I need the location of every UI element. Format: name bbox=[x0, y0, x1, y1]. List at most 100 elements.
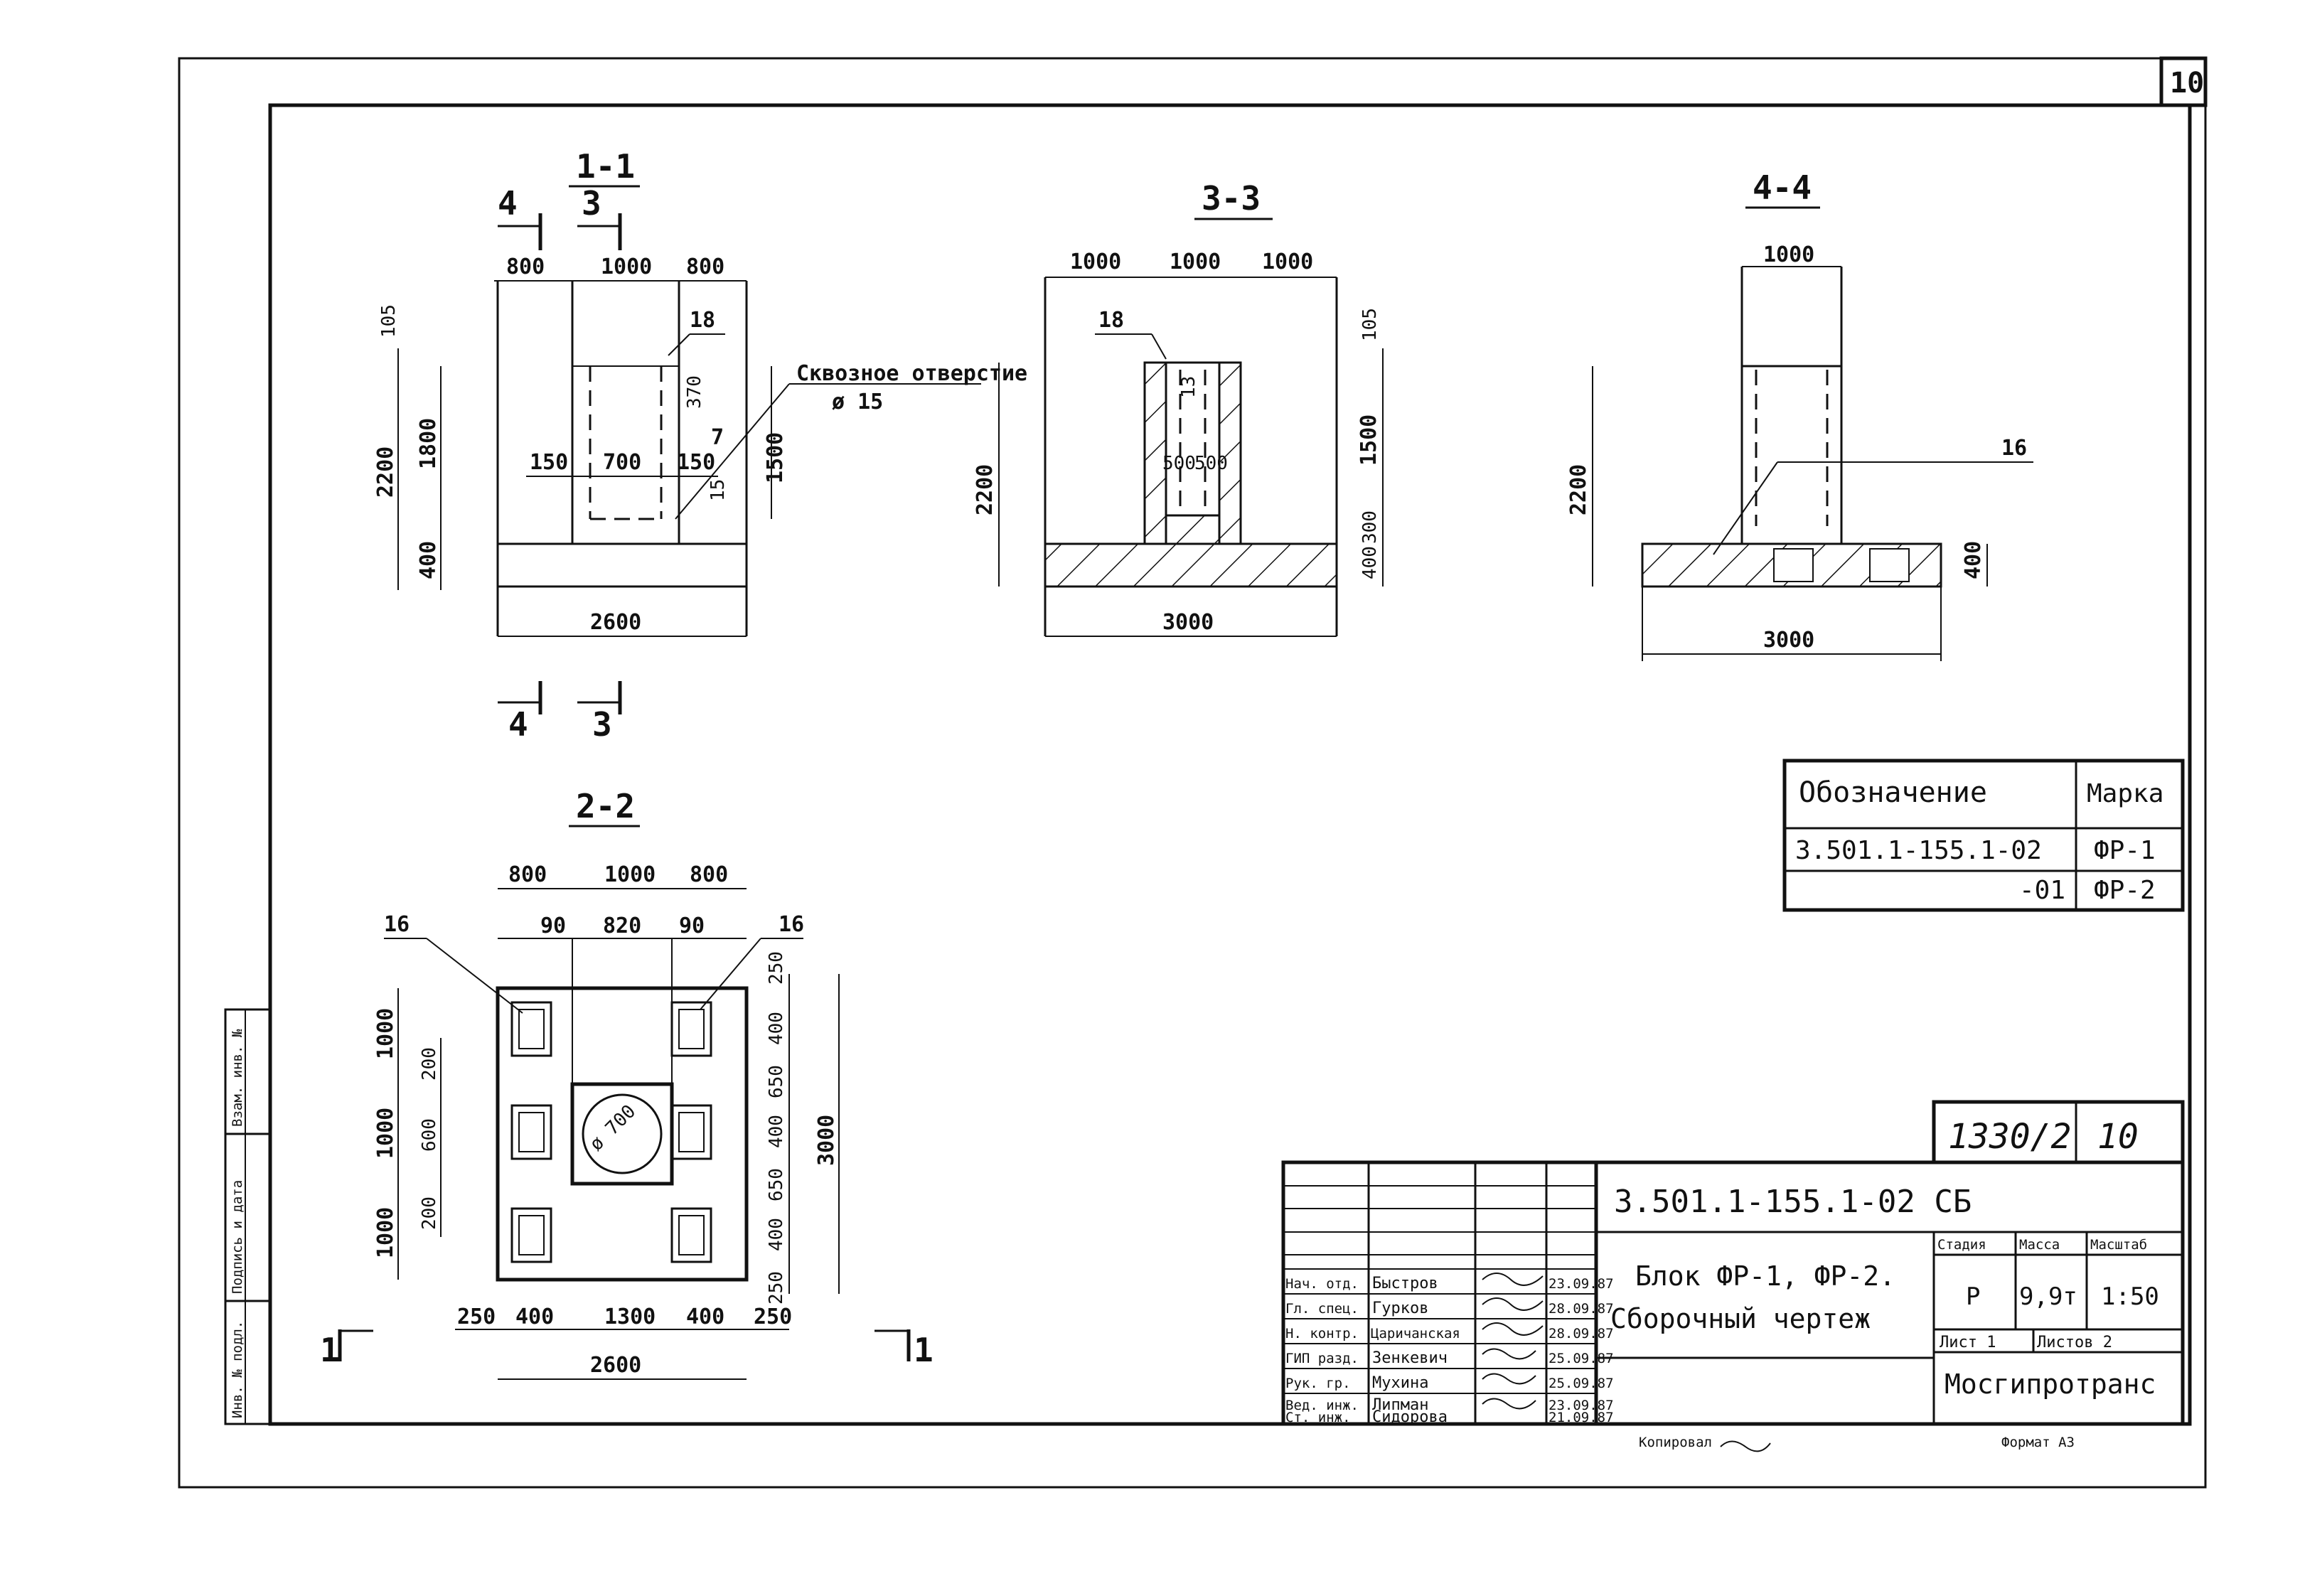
s22-dim-bottom-1300: 1300 bbox=[604, 1305, 656, 1329]
date-4: 25.09.87 bbox=[1549, 1351, 1614, 1366]
name-6: Липман bbox=[1372, 1396, 1428, 1414]
s22-callout-16-left: 16 bbox=[384, 912, 410, 937]
section-3-3-title: 3-3 bbox=[1202, 179, 1261, 218]
s33-dim-2200: 2200 bbox=[973, 464, 997, 515]
s22-dim-top-1000: 1000 bbox=[604, 862, 656, 887]
s22-dim-bottom-250b: 250 bbox=[754, 1305, 792, 1329]
s11-dim-top-3: 800 bbox=[686, 255, 724, 279]
doc-title-line2: Сборочный чертеж bbox=[1610, 1303, 1871, 1334]
sheet-label: Лист 1 bbox=[1940, 1334, 1996, 1351]
s11-dim-15: 15 bbox=[707, 479, 729, 501]
title-block: 1330/2 10 3.501.1-155.1-02 СБ Блок ФР-1,… bbox=[1281, 1100, 2185, 1452]
s22-dim-left-1000b: 1000 bbox=[373, 1108, 398, 1159]
col-scale: Масштаб bbox=[2090, 1237, 2147, 1253]
s22-dim-right-250b: 250 bbox=[766, 1271, 787, 1305]
cut-mark-1-left: 1 bbox=[320, 1331, 340, 1369]
s11-dim-1800: 1800 bbox=[416, 418, 441, 469]
s11-dim-top-1: 800 bbox=[506, 255, 545, 279]
s22-dim-top-800a: 800 bbox=[508, 862, 547, 887]
name-2: Гурков bbox=[1372, 1300, 1428, 1317]
s22-dim-bottom-400b: 400 bbox=[686, 1305, 724, 1329]
s22-dim-top-800b: 800 bbox=[690, 862, 728, 887]
spec-row2-mark: ФР-2 bbox=[2094, 876, 2156, 905]
doc-title-line1: Блок ФР-1, ФР-2. bbox=[1635, 1260, 1895, 1292]
date-7: 21.09.87 bbox=[1549, 1410, 1614, 1425]
cut-mark-3-bottom: 3 bbox=[592, 705, 612, 744]
role-5: Рук. гр. bbox=[1285, 1376, 1351, 1391]
mass-value: 9,9т bbox=[2019, 1282, 2077, 1311]
s33-inner-13: 13 bbox=[1178, 376, 1199, 398]
s22-dim-left-1000a: 1000 bbox=[373, 1008, 398, 1059]
cut-mark-4-top: 4 bbox=[498, 184, 518, 223]
format-label: Формат А3 bbox=[2001, 1435, 2075, 1450]
s11-dim-2200: 2200 bbox=[373, 446, 398, 498]
s44-callout-16: 16 bbox=[2001, 436, 2027, 461]
s22-circle-dia: ø 700 bbox=[586, 1100, 641, 1155]
organization: Мосгипротранс bbox=[1945, 1369, 2156, 1400]
s44-dim-2200: 2200 bbox=[1566, 464, 1591, 515]
spec-row1-designation: 3.501.1-155.1-02 bbox=[1795, 836, 2042, 865]
s22-dim-right-400a: 400 bbox=[766, 1012, 787, 1045]
cut-mark-4-bottom: 4 bbox=[508, 705, 528, 744]
s11-callout-18: 18 bbox=[690, 308, 715, 333]
spec-row1-mark: ФР-1 bbox=[2094, 836, 2156, 865]
s33-dim-500b: 500 bbox=[1194, 453, 1228, 474]
s33-dim-3000: 3000 bbox=[1162, 610, 1214, 635]
s33-dim-300: 300 bbox=[1359, 510, 1381, 544]
col-mass: Масса bbox=[2019, 1237, 2060, 1253]
s22-dim-right-650b: 650 bbox=[766, 1168, 787, 1201]
s33-dim-top-1: 1000 bbox=[1070, 250, 1121, 274]
pockets bbox=[510, 1001, 712, 1263]
s11-dim-105: 105 bbox=[378, 304, 400, 338]
s33-dim-400: 400 bbox=[1359, 546, 1381, 579]
s11-dim-700: 700 bbox=[603, 450, 641, 475]
spec-header-mark: Марка bbox=[2087, 779, 2163, 808]
stage-value: Р bbox=[1966, 1282, 1980, 1311]
s33-dim-1500: 1500 bbox=[1357, 414, 1381, 466]
date-3: 28.09.87 bbox=[1549, 1326, 1614, 1341]
s22-dim-right-250a: 250 bbox=[766, 951, 787, 985]
s11-dim-top-2: 1000 bbox=[601, 255, 652, 279]
s22-dim-right-3000: 3000 bbox=[814, 1115, 839, 1166]
s44-dim-400: 400 bbox=[1961, 541, 1986, 579]
date-1: 23.09.87 bbox=[1549, 1276, 1614, 1292]
section-4-4: 4-4 1000 16 2200 400 3000 bbox=[1566, 168, 2033, 661]
sheets-label: Листов 2 bbox=[2037, 1334, 2112, 1351]
s22-dim-2600: 2600 bbox=[590, 1353, 641, 1378]
scale-value: 1:50 bbox=[2101, 1282, 2159, 1311]
s22-callout-16-right: 16 bbox=[779, 912, 804, 937]
s44-dim-3000: 3000 bbox=[1763, 628, 1814, 653]
name-7: Сидорова bbox=[1372, 1408, 1448, 1426]
sheet-outer-border bbox=[178, 57, 2207, 1489]
section-2-2: 2-2 800 1000 800 90 820 90 ø 700 16 16 bbox=[320, 787, 934, 1380]
side-inv-no: Инв. № подл. bbox=[230, 1321, 245, 1418]
s11-through-hole: Сквозное отверстие bbox=[796, 361, 1027, 386]
section-2-2-title: 2-2 bbox=[576, 787, 635, 825]
spec-header-designation: Обозначение bbox=[1799, 776, 1987, 809]
s22-dim-bottom-250a: 250 bbox=[457, 1305, 496, 1329]
s33-dim-top-2: 1000 bbox=[1170, 250, 1221, 274]
s33-dim-105: 105 bbox=[1359, 308, 1381, 341]
s22-dim-top2-820: 820 bbox=[603, 914, 641, 938]
name-4: Зенкевич bbox=[1372, 1349, 1448, 1367]
s22-dim-right-650a: 650 bbox=[766, 1065, 787, 1098]
s11-dim-2600: 2600 bbox=[590, 610, 641, 635]
doc-code: 3.501.1-155.1-02 СБ bbox=[1614, 1184, 1972, 1220]
section-1-1-title: 1-1 bbox=[576, 147, 635, 186]
cut-mark-3-top: 3 bbox=[582, 184, 601, 223]
s11-dim-400: 400 bbox=[416, 541, 441, 579]
s22-dim-right-400c: 400 bbox=[766, 1218, 787, 1251]
role-6: Вед. инж. bbox=[1285, 1398, 1359, 1413]
s44-dim-1000: 1000 bbox=[1763, 242, 1814, 267]
s33-dim-500a: 500 bbox=[1162, 453, 1196, 474]
s11-dim-150b: 150 bbox=[677, 450, 715, 475]
page-number-box bbox=[2159, 56, 2208, 107]
name-1: Быстров bbox=[1372, 1275, 1438, 1292]
s22-dim-left-1000c: 1000 bbox=[373, 1207, 398, 1258]
section-4-4-title: 4-4 bbox=[1753, 168, 1812, 207]
spec-table: Обозначение Марка 3.501.1-155.1-02 ФР-1 … bbox=[1782, 759, 2185, 912]
side-replace-inv: Взам. инв. № bbox=[230, 1029, 245, 1127]
sheet-number: 10 bbox=[2097, 1117, 2139, 1157]
role-7: Ст. инж. bbox=[1285, 1410, 1351, 1425]
role-1: Нач. отд. bbox=[1285, 1276, 1359, 1292]
